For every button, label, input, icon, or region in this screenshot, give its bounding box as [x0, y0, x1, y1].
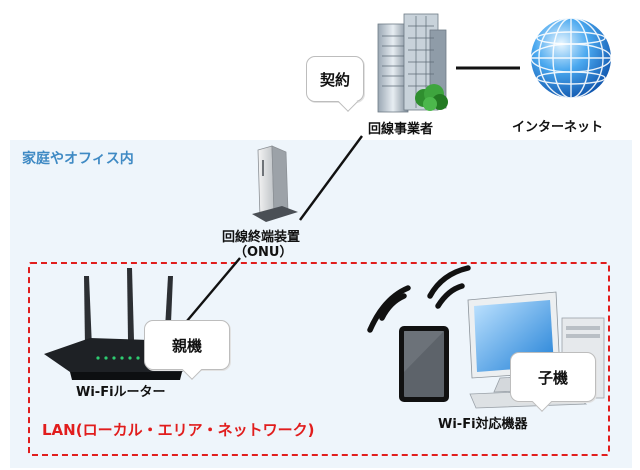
router-label: Wi-Fiルーター: [76, 385, 166, 400]
contract-bubble: 契約: [306, 56, 364, 112]
internet-label: インターネット: [512, 120, 604, 135]
lan-label: LAN(ローカル・エリア・ネットワーク): [42, 421, 315, 439]
contract-bubble-text: 契約: [319, 70, 350, 89]
onu-abbrev-label: （ONU）: [234, 245, 293, 260]
child-device-bubble-text: 子機: [537, 368, 568, 387]
parent-device-bubble-text: 親機: [171, 336, 202, 355]
onu-label: 回線終端装置: [222, 230, 301, 245]
child-device-bubble: 子機: [510, 352, 596, 412]
home-office-label: 家庭やオフィス内: [22, 151, 134, 167]
lan-boundary: [28, 262, 610, 456]
provider-onu-line: [299, 135, 363, 221]
provider-label: 回線事業者: [368, 122, 434, 137]
parent-device-bubble: 親機: [144, 320, 230, 380]
devices-label: Wi-Fi対応機器: [438, 417, 528, 432]
